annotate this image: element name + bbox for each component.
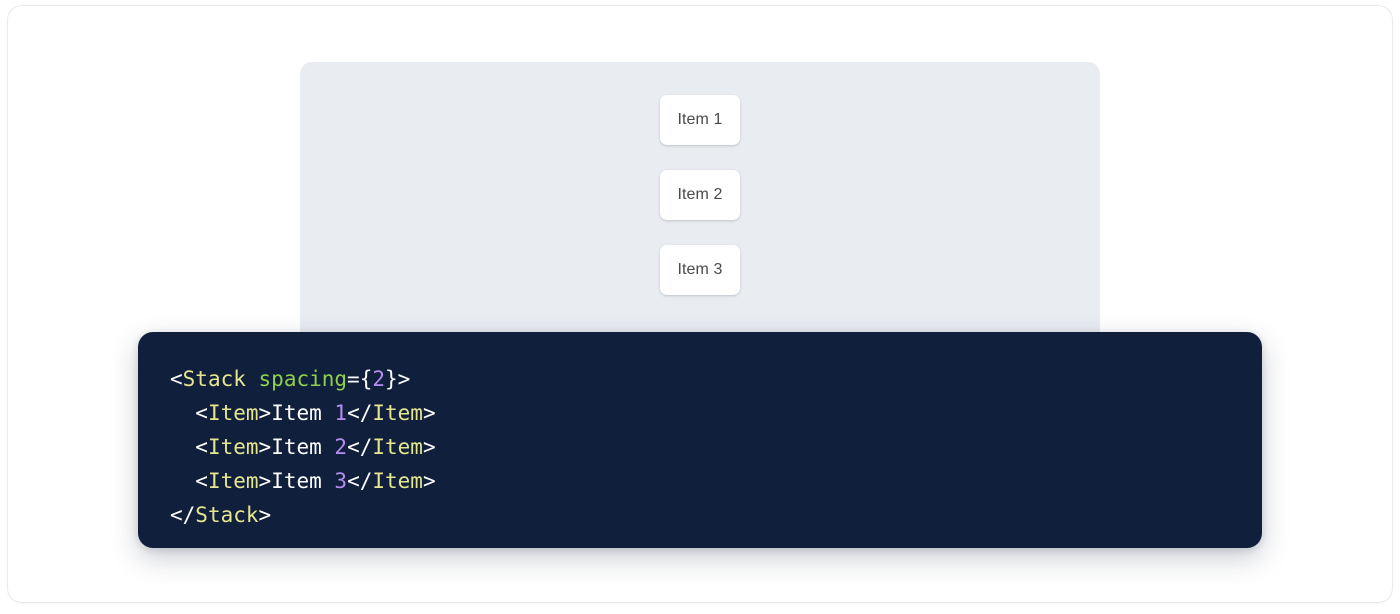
code-token-punct: < <box>195 469 208 493</box>
code-token-punct: > <box>258 435 272 459</box>
code-token-tag: Stack <box>182 367 246 391</box>
code-token-punct: </ <box>347 435 373 459</box>
code-token-tag: Item <box>207 401 259 425</box>
stack-item[interactable]: Item 2 <box>660 170 740 220</box>
code-token-text <box>246 367 259 391</box>
code-token-tag: Item <box>372 401 423 425</box>
code-token-text: Item <box>271 469 335 493</box>
code-token-tag: Item <box>372 435 423 459</box>
code-token-punct: > <box>422 401 436 425</box>
code-token-punct: > <box>258 401 272 425</box>
code-token-tag: Item <box>207 435 259 459</box>
code-panel[interactable]: <Stack spacing={2}> <Item>Item 1</Item> … <box>138 332 1262 548</box>
code-token-tag: Stack <box>195 503 259 527</box>
code-token-num: 2 <box>334 435 348 459</box>
code-token-num: 2 <box>372 367 385 391</box>
code-token-punct: < <box>170 367 183 391</box>
stack-container: Item 1 Item 2 Item 3 <box>660 95 740 295</box>
code-token-punct: > <box>258 469 272 493</box>
code-token-tag: Item <box>372 469 423 493</box>
code-token-punct: </ <box>170 503 196 527</box>
code-token-punct: </ <box>347 469 373 493</box>
stack-preview-surface: Item 1 Item 2 Item 3 <box>300 62 1100 372</box>
code-token-text: Item <box>271 435 335 459</box>
code-token-punct: }> <box>385 367 411 391</box>
code-token-punct: < <box>195 401 208 425</box>
stack-item[interactable]: Item 3 <box>660 245 740 295</box>
code-token-punct: </ <box>347 401 373 425</box>
stack-item[interactable]: Item 1 <box>660 95 740 145</box>
code-token-punct: > <box>422 469 436 493</box>
code-snippet[interactable]: <Stack spacing={2}> <Item>Item 1</Item> … <box>170 362 1262 532</box>
code-token-punct: ={ <box>347 367 373 391</box>
code-token-num: 1 <box>334 401 348 425</box>
code-token-attr: spacing <box>258 367 348 391</box>
code-token-punct: > <box>422 435 436 459</box>
code-token-punct: > <box>258 503 272 527</box>
page-frame: Item 1 Item 2 Item 3 <Stack spacing={2}>… <box>8 6 1392 602</box>
code-token-punct: < <box>195 435 208 459</box>
code-token-text: Item <box>271 401 335 425</box>
code-token-num: 3 <box>334 469 348 493</box>
code-token-tag: Item <box>207 469 259 493</box>
